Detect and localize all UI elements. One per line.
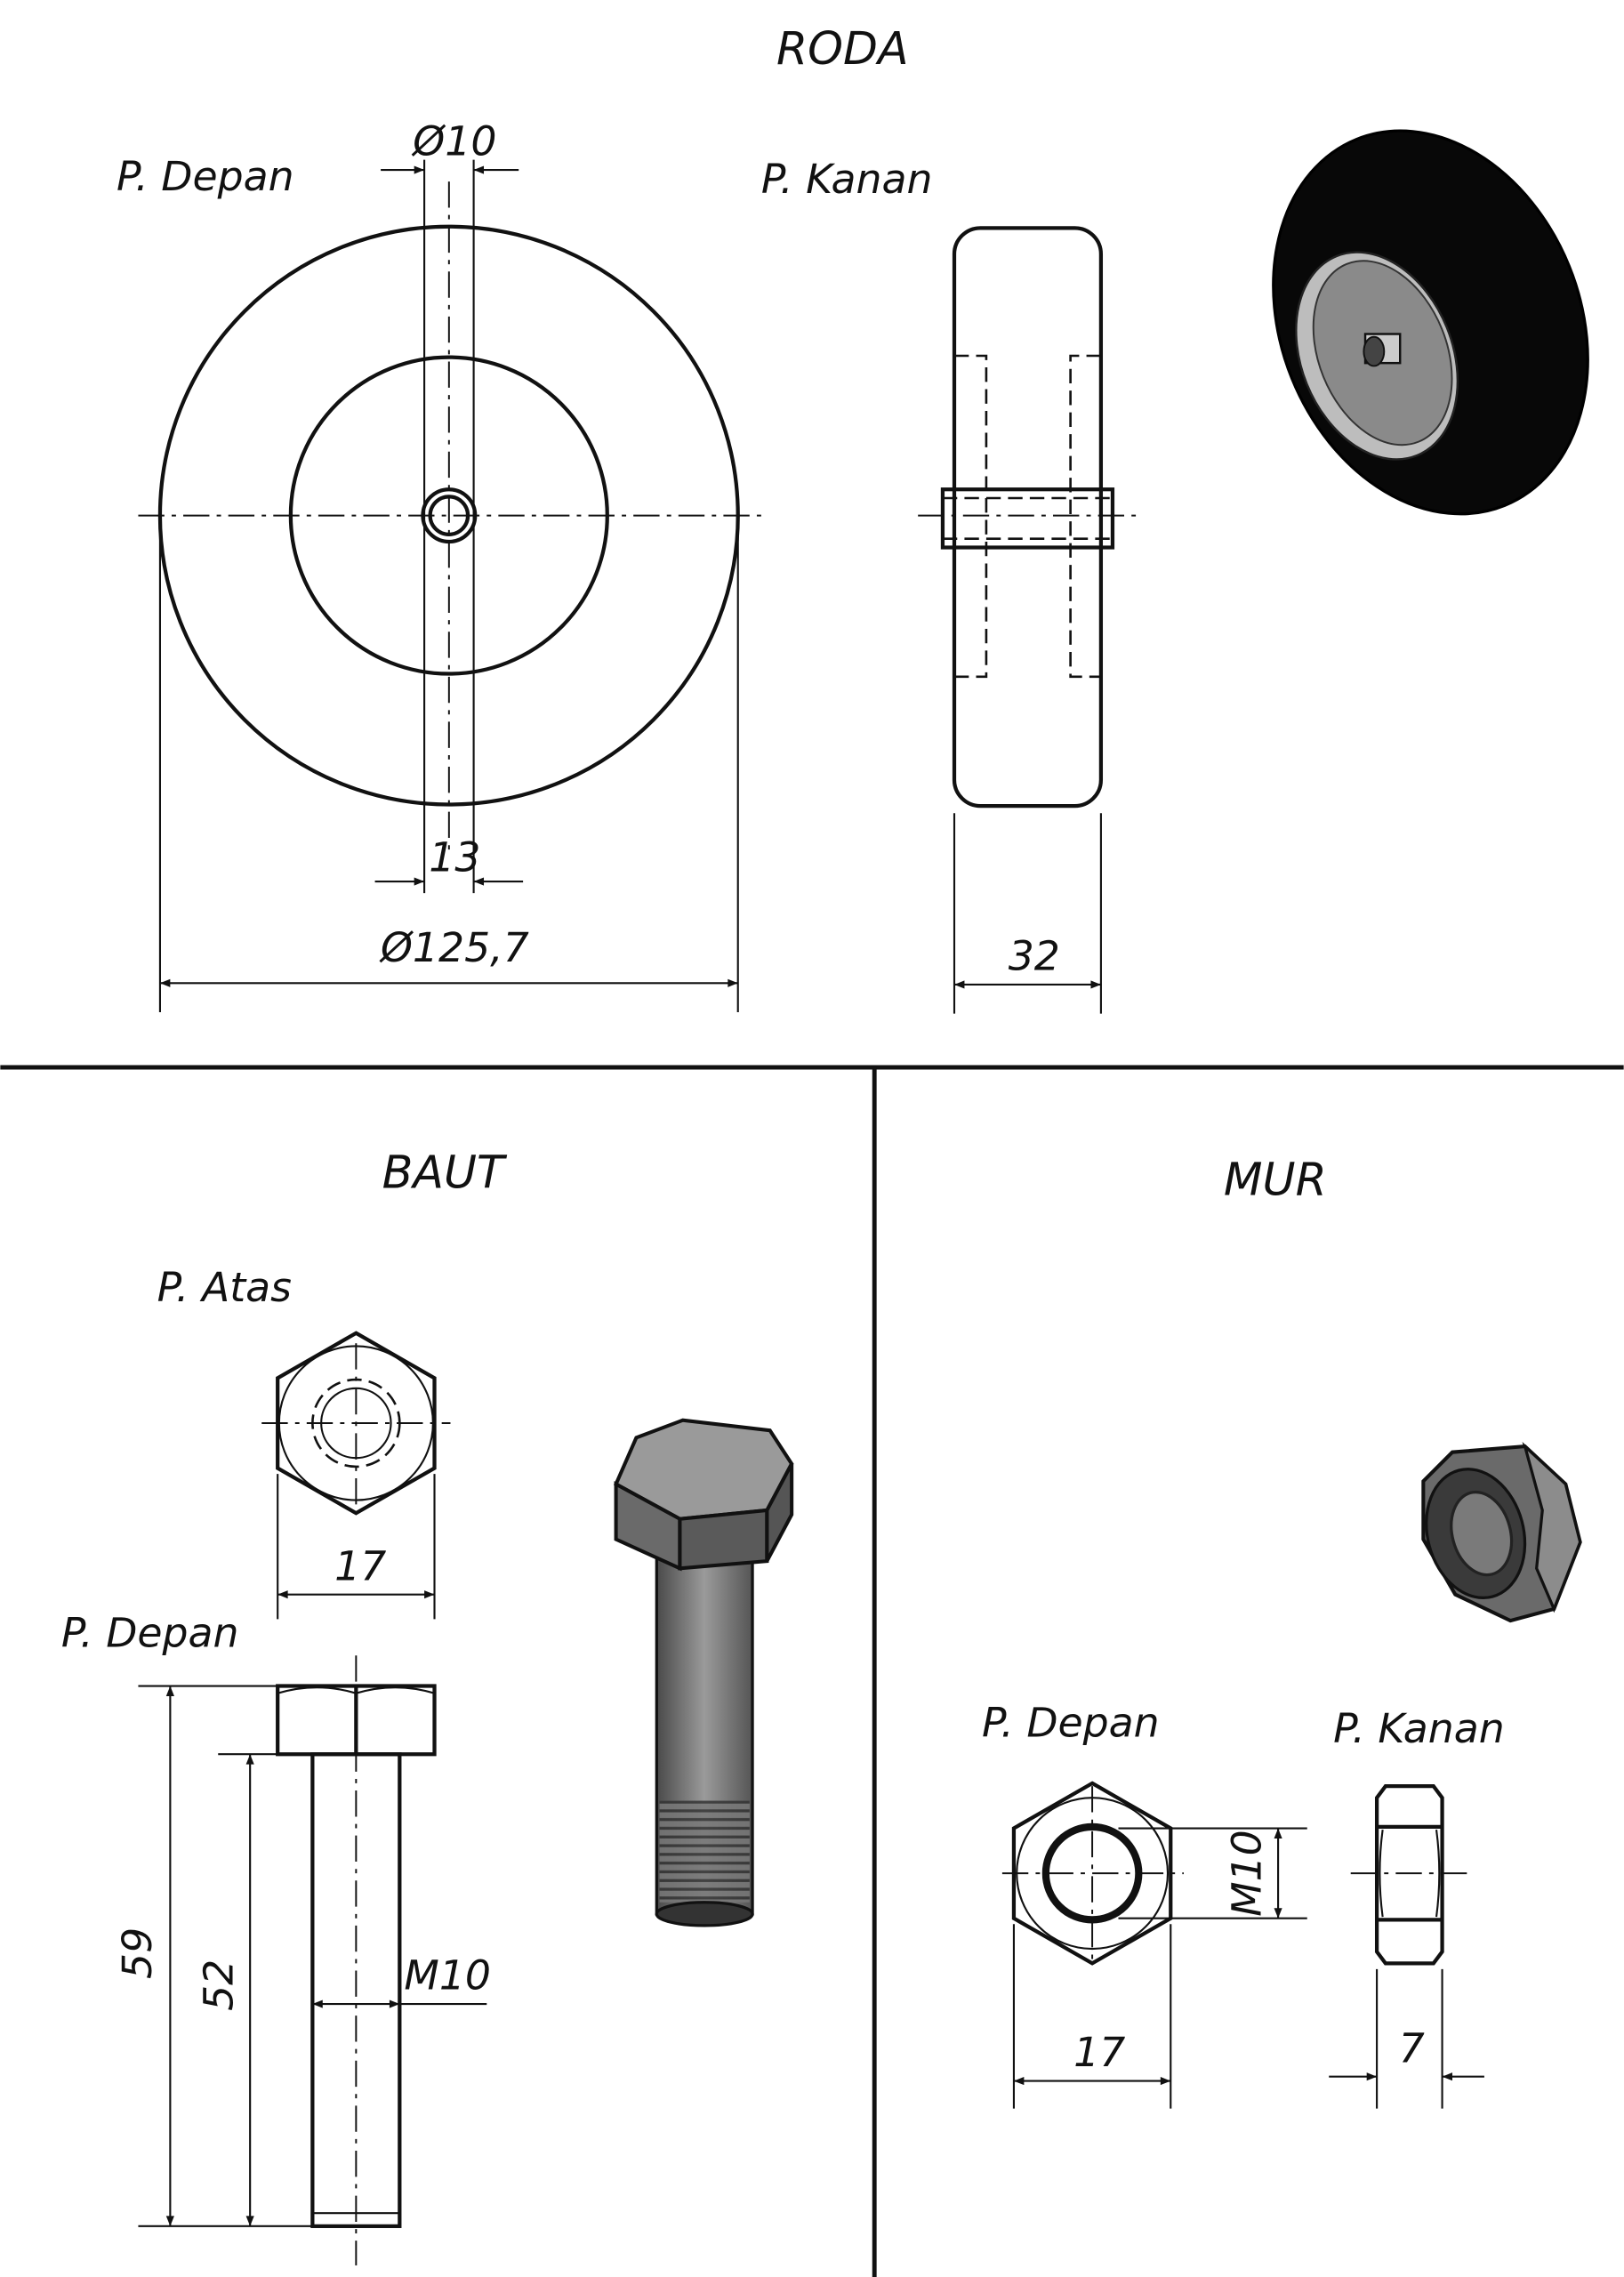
mur-front-label: P. Depan	[982, 1700, 1160, 1747]
bore-dimension: Ø10	[411, 118, 496, 165]
baut-top-label: P. Atas	[157, 1264, 292, 1311]
mur-right-view: 7	[1329, 1784, 1484, 2109]
mur-section: MUR P. Depan P. Kanan M10 17	[982, 1154, 1582, 2109]
baut-section: BAUT P. Atas P. Depan 17 59	[61, 1147, 794, 2265]
nut-thickness-dimension: 7	[1399, 2024, 1425, 2072]
shank-length-dimension: 52	[196, 1959, 243, 2011]
roda-section: RODA P. Depan P. Kanan Ø10 13 Ø125,7	[117, 22, 1589, 1014]
baut-front-label: P. Depan	[61, 1609, 239, 1656]
outer-diameter-dimension: Ø125,7	[379, 924, 529, 971]
nut-flats-dimension: 17	[1073, 2029, 1125, 2076]
roda-3d-view	[1272, 129, 1589, 516]
bolt-head-dimension: 17	[334, 1542, 386, 1589]
roda-title: RODA	[776, 22, 909, 75]
baut-top-view: 17	[261, 1331, 451, 1620]
mur-3d-view	[1421, 1442, 1582, 1623]
mur-right-label: P. Kanan	[1333, 1705, 1505, 1752]
mur-title: MUR	[1224, 1154, 1327, 1206]
bolt-thread-dimension: M10	[404, 1952, 491, 1999]
roda-right-view: 32	[918, 226, 1137, 1014]
mur-front-view: M10 17	[1001, 1781, 1307, 2109]
baut-front-view: 59 52 M10	[114, 1655, 491, 2265]
width-dimension: 32	[1009, 933, 1060, 980]
baut-title: BAUT	[382, 1147, 508, 1199]
nut-thread-dimension: M10	[1223, 1830, 1270, 1917]
roda-front-view: Ø10 13 Ø125,7	[138, 118, 763, 1012]
bolt-length-dimension: 59	[114, 1927, 161, 1979]
baut-3d-view	[613, 1418, 794, 1927]
roda-front-label: P. Depan	[117, 153, 294, 200]
roda-right-label: P. Kanan	[761, 156, 933, 203]
hub-dimension: 13	[429, 834, 480, 881]
